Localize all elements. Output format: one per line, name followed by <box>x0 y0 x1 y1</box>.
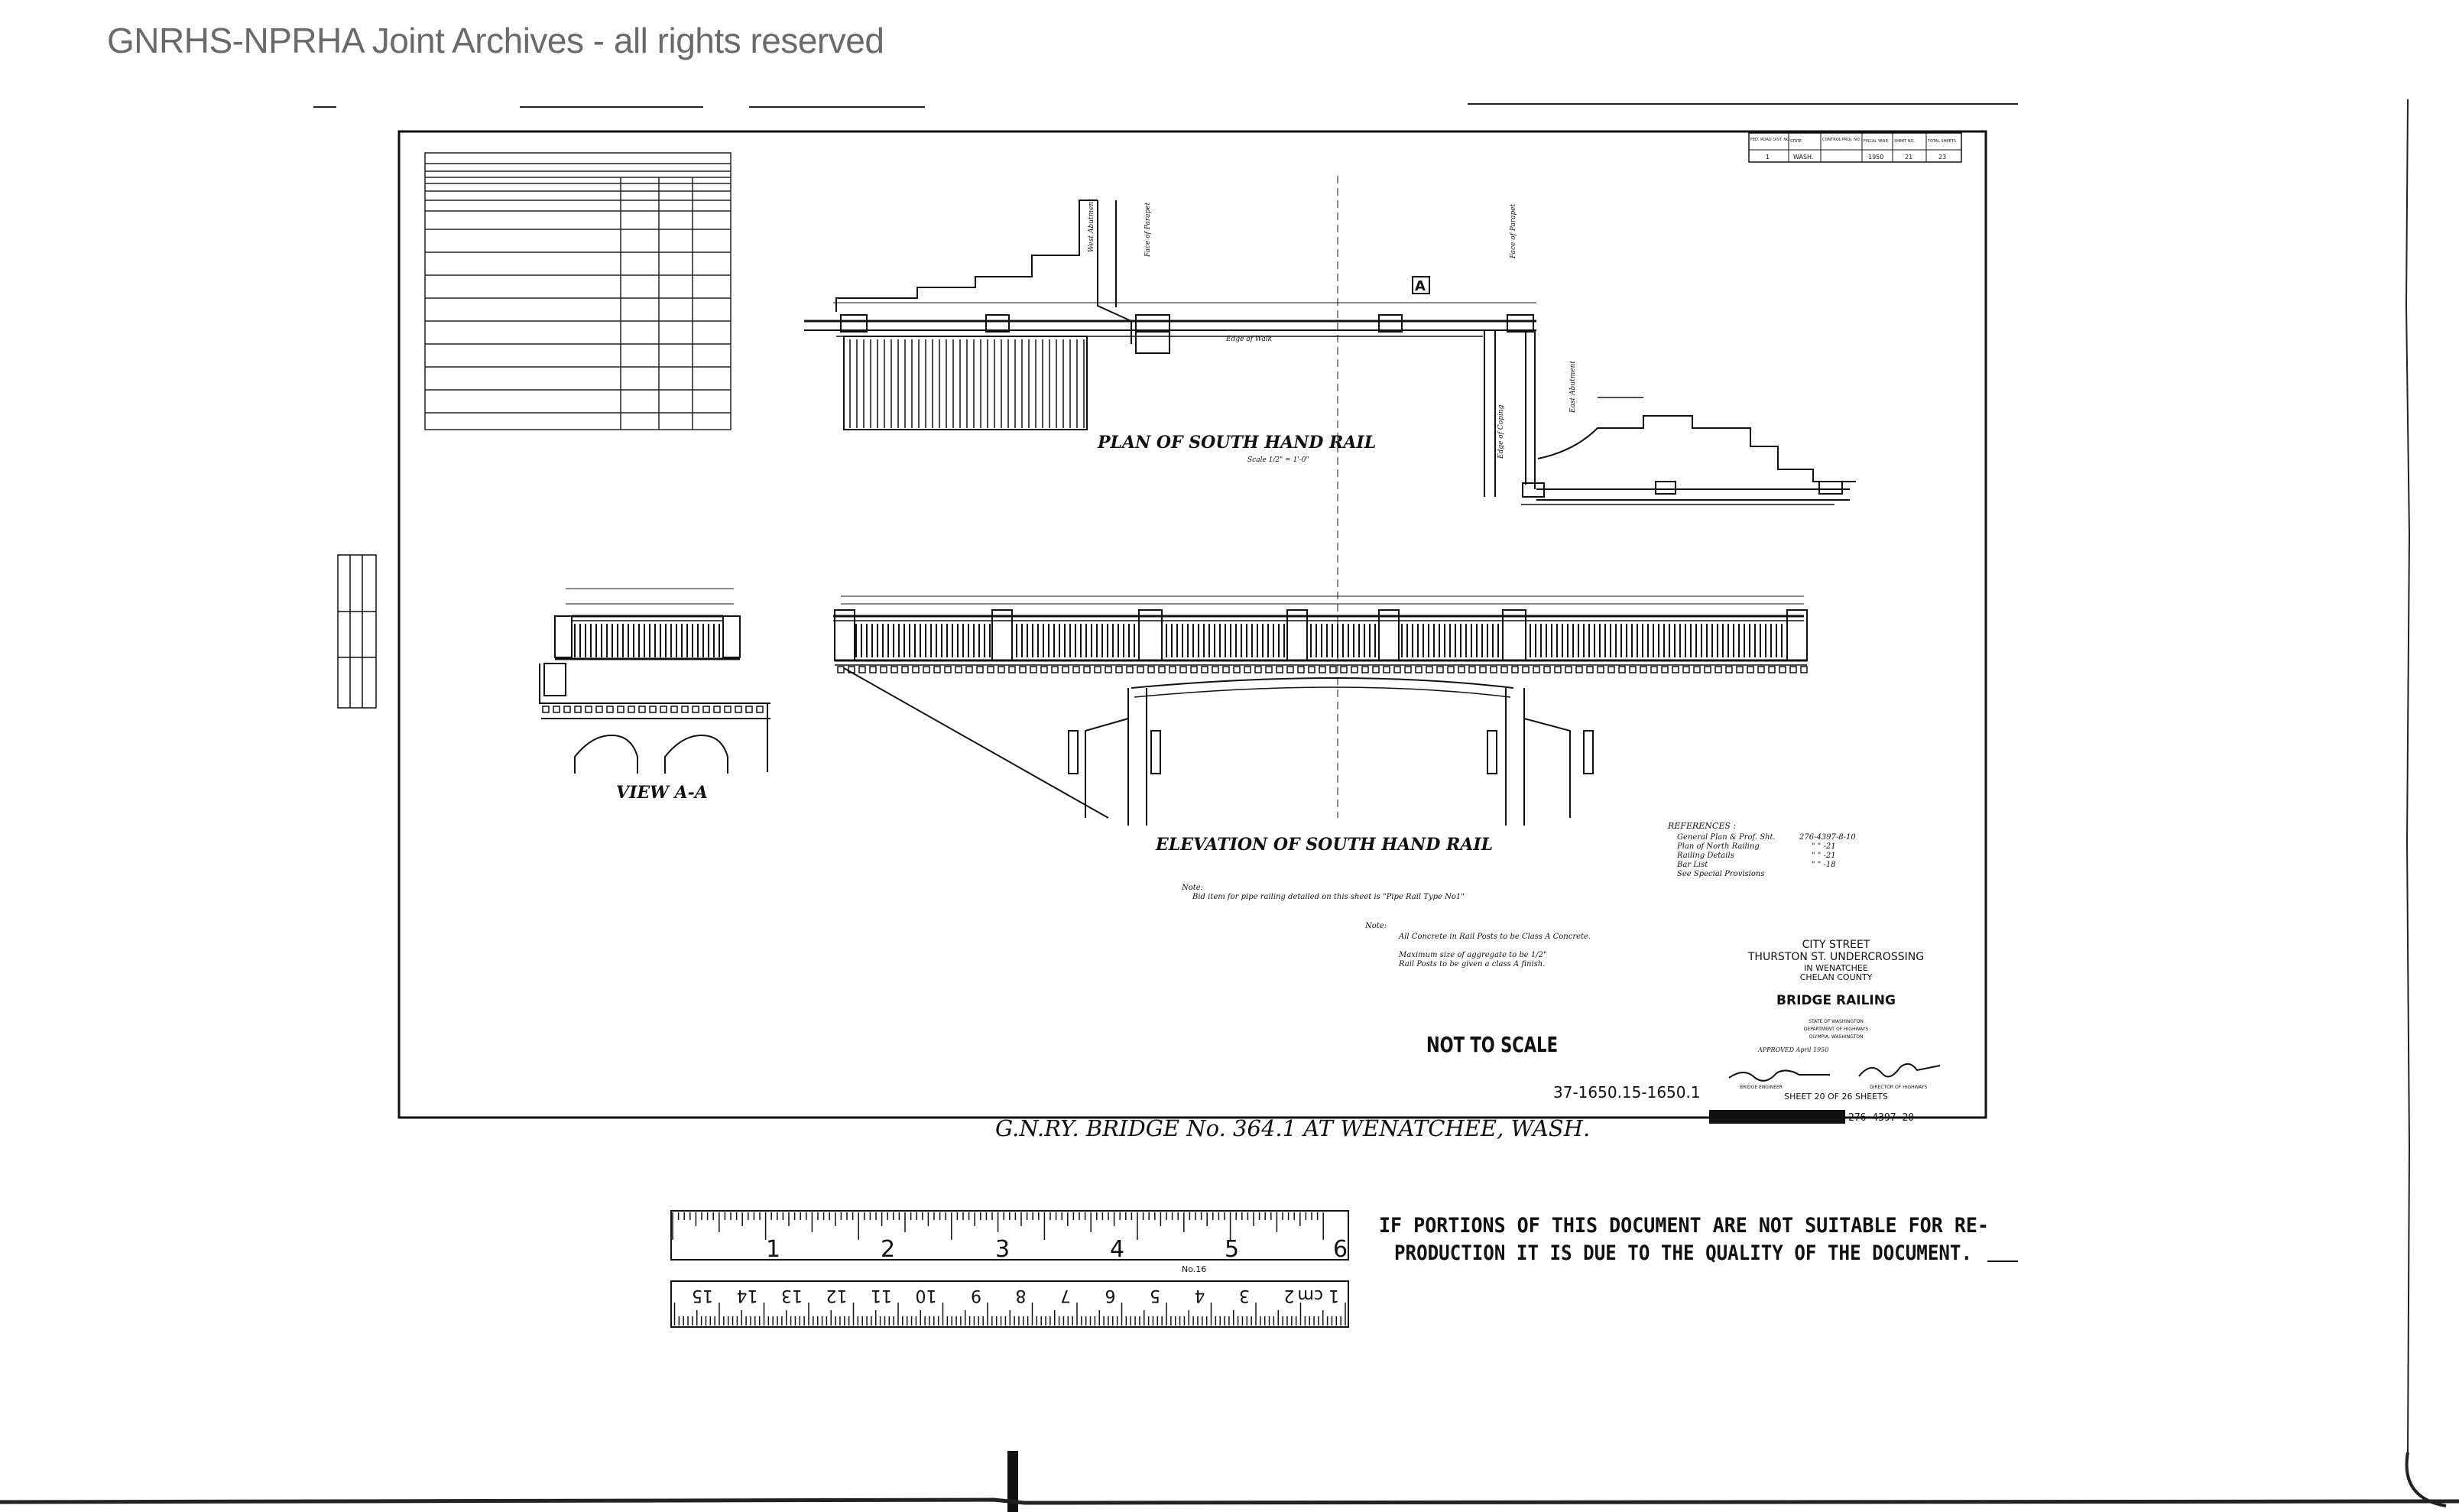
ref-ref-1: " " -21 <box>1812 842 1836 851</box>
tb-head-4: SHEET NO. <box>1894 139 1915 144</box>
plan-scale: Scale 1/2" = 1'-0" <box>1247 456 1309 464</box>
tb-line2: THURSTON ST. UNDERCROSSING <box>1747 951 1924 963</box>
date-stamp-box <box>337 554 377 709</box>
title-block: CITY STREET THURSTON ST. UNDERCROSSING I… <box>1709 939 1941 1124</box>
ruler-in-2: 2 <box>881 1236 895 1263</box>
tb-drawing-no: 276-4397-20 <box>1848 1112 1914 1124</box>
not-to-scale-stamp: NOT TO SCALE <box>1426 1032 1558 1057</box>
tb-line4: CHELAN COUNTY <box>1800 972 1873 982</box>
ref-item-0: General Plan & Prof. Sht. <box>1677 833 1776 842</box>
ruler-cm-label: 2 <box>1284 1286 1295 1305</box>
label-edge-of-coping: Edge of Coping <box>1497 404 1505 459</box>
archive-watermark: GNRHS-NPRHA Joint Archives - all rights … <box>107 21 884 60</box>
ref-ref-0: 276-4397-8-10 <box>1799 833 1856 842</box>
view-aa-title: VIEW A-A <box>616 783 708 803</box>
tb-val-4: 21 <box>1905 154 1912 161</box>
ruler-cm-label: 13 <box>781 1286 803 1305</box>
west-walk-hatching <box>849 339 1085 428</box>
section-marker: A <box>1415 278 1426 294</box>
ruler-cm-label: 6 <box>1105 1286 1116 1305</box>
label-face-parapet-e: Face of Parapet <box>1510 203 1517 259</box>
tb-head-0: FED. ROAD DIST. NO. <box>1750 138 1791 142</box>
ref-item-1: Plan of North Railing <box>1676 842 1760 851</box>
note2-b: Maximum size of aggregate to be 1/2" <box>1398 951 1547 959</box>
view-aa-balusters <box>574 624 720 657</box>
ruler-in-4: 4 <box>1110 1236 1124 1263</box>
tb-val-3: 1950 <box>1868 154 1883 161</box>
ruler-cm-label: 4 <box>1195 1286 1205 1305</box>
tb-line1: CITY STREET <box>1802 939 1870 951</box>
label-west-abutment: West Abutment <box>1088 199 1095 252</box>
note2-label: Note: <box>1364 922 1387 930</box>
elevation-balusters <box>855 624 1783 657</box>
tb-val-0: 1 <box>1766 154 1770 161</box>
label-east-abutment: East Abutment <box>1569 361 1577 414</box>
quality-notice-1: IF PORTIONS OF THIS DOCUMENT ARE NOT SUI… <box>1379 1214 1989 1238</box>
tb-head-3: FISCAL YEAR <box>1864 139 1888 144</box>
ref-item-2: Railing Details <box>1676 852 1734 860</box>
plan-view <box>804 176 1856 818</box>
drawing-border <box>397 130 1987 1119</box>
tb-val-1: WASH. <box>1793 154 1813 161</box>
ruler-in-3: 3 <box>995 1236 1010 1263</box>
note1-label: Note: <box>1181 884 1203 892</box>
tb-val-5: 23 <box>1938 154 1946 161</box>
reference-number: 37-1650.15-1650.1 <box>1553 1083 1701 1102</box>
ruler-cm-label: 3 <box>1239 1286 1250 1305</box>
ruler-cm-label: 9 <box>971 1286 981 1305</box>
tb-head-2: CONTROL PROJ. NO. <box>1822 138 1861 142</box>
tb-sig-right: DIRECTOR OF HIGHWAYS <box>1870 1085 1927 1090</box>
note2-a: All Concrete in Rail Posts to be Class A… <box>1398 933 1591 941</box>
sheet-title-box: FED. ROAD DIST. NO. STATE CONTROL PROJ. … <box>1748 132 1962 163</box>
quality-notice-2: PRODUCTION IT IS DUE TO THE QUALITY OF T… <box>1394 1241 1972 1265</box>
elevation-title: ELEVATION OF SOUTH HAND RAIL <box>1155 835 1493 855</box>
ruler-centimeters: 1 cm2 3 4 5 6 7 8 9 10 11 12 13 14 15 <box>670 1280 1349 1328</box>
label-face-parapet-w: Face of Parapet <box>1144 202 1152 258</box>
tb-head-5: TOTAL SHEETS <box>1927 139 1956 144</box>
view-aa-drawing <box>539 588 770 774</box>
ruler-cm-label: 15 <box>692 1286 713 1305</box>
tb-dept3: OLYMPIA, WASHINGTON <box>1809 1034 1863 1040</box>
dentil-course <box>542 666 1808 713</box>
tb-dept2: DEPARTMENT OF HIGHWAYS <box>1804 1027 1869 1032</box>
ref-item-4: See Special Provisions <box>1677 870 1764 878</box>
tb-main-title: BRIDGE RAILING <box>1776 993 1896 1008</box>
ruler-in-1: 1 <box>766 1236 780 1263</box>
signature-right <box>1858 1063 1941 1078</box>
elevation-drawing <box>833 595 1808 826</box>
section-marker-box <box>1412 276 1430 294</box>
ruler-in-5: 5 <box>1225 1236 1239 1263</box>
plan-title: PLAN OF SOUTH HAND RAIL <box>1097 433 1376 453</box>
bridge-caption: G.N.RY. BRIDGE No. 364.1 AT WENATCHEE, W… <box>995 1115 1590 1141</box>
tb-line3: IN WENATCHEE <box>1804 963 1868 973</box>
ruler-cm-label: 10 <box>916 1286 937 1305</box>
ruler-cm-label: 14 <box>737 1286 758 1305</box>
tb-sheet: SHEET 20 OF 26 SHEETS <box>1784 1092 1888 1102</box>
ruler-cm-label: 11 <box>871 1286 892 1305</box>
ruler-cm-label: 7 <box>1060 1286 1071 1305</box>
ruler-cm-label: 12 <box>826 1286 848 1305</box>
ruler-inches: 1 2 3 4 5 6 No.16 <box>670 1210 1349 1274</box>
ruler-cm-label: 8 <box>1016 1286 1027 1305</box>
ruler-in-6: 6 <box>1333 1236 1348 1263</box>
revision-table <box>424 152 732 430</box>
ref-ref-3: " " -18 <box>1812 861 1836 869</box>
note2-c: Rail Posts to be given a class A finish. <box>1398 960 1545 969</box>
redaction-bar <box>1709 1110 1845 1124</box>
signature-left <box>1728 1069 1830 1082</box>
label-edge-of-walk: Edge of Walk <box>1225 336 1272 343</box>
note1-text: Bid item for pipe railing detailed on th… <box>1192 893 1465 901</box>
ruler-cm-label: 5 <box>1150 1286 1160 1305</box>
tb-head-1: STATE <box>1790 139 1802 144</box>
ruler-model: No.16 <box>1182 1264 1206 1274</box>
references-heading: REFERENCES : <box>1667 821 1736 831</box>
ruler-cm-label: 1 cm <box>1297 1286 1339 1305</box>
scan-edge-marks <box>0 99 2459 1512</box>
ref-ref-2: " " -21 <box>1812 852 1836 860</box>
tb-approved: APPROVED April 1950 <box>1757 1046 1828 1053</box>
ref-item-3: Bar List <box>1676 861 1708 869</box>
tb-dept1: STATE OF WASHINGTON <box>1809 1019 1864 1024</box>
tb-sig-left: BRIDGE ENGINEER <box>1740 1085 1783 1090</box>
